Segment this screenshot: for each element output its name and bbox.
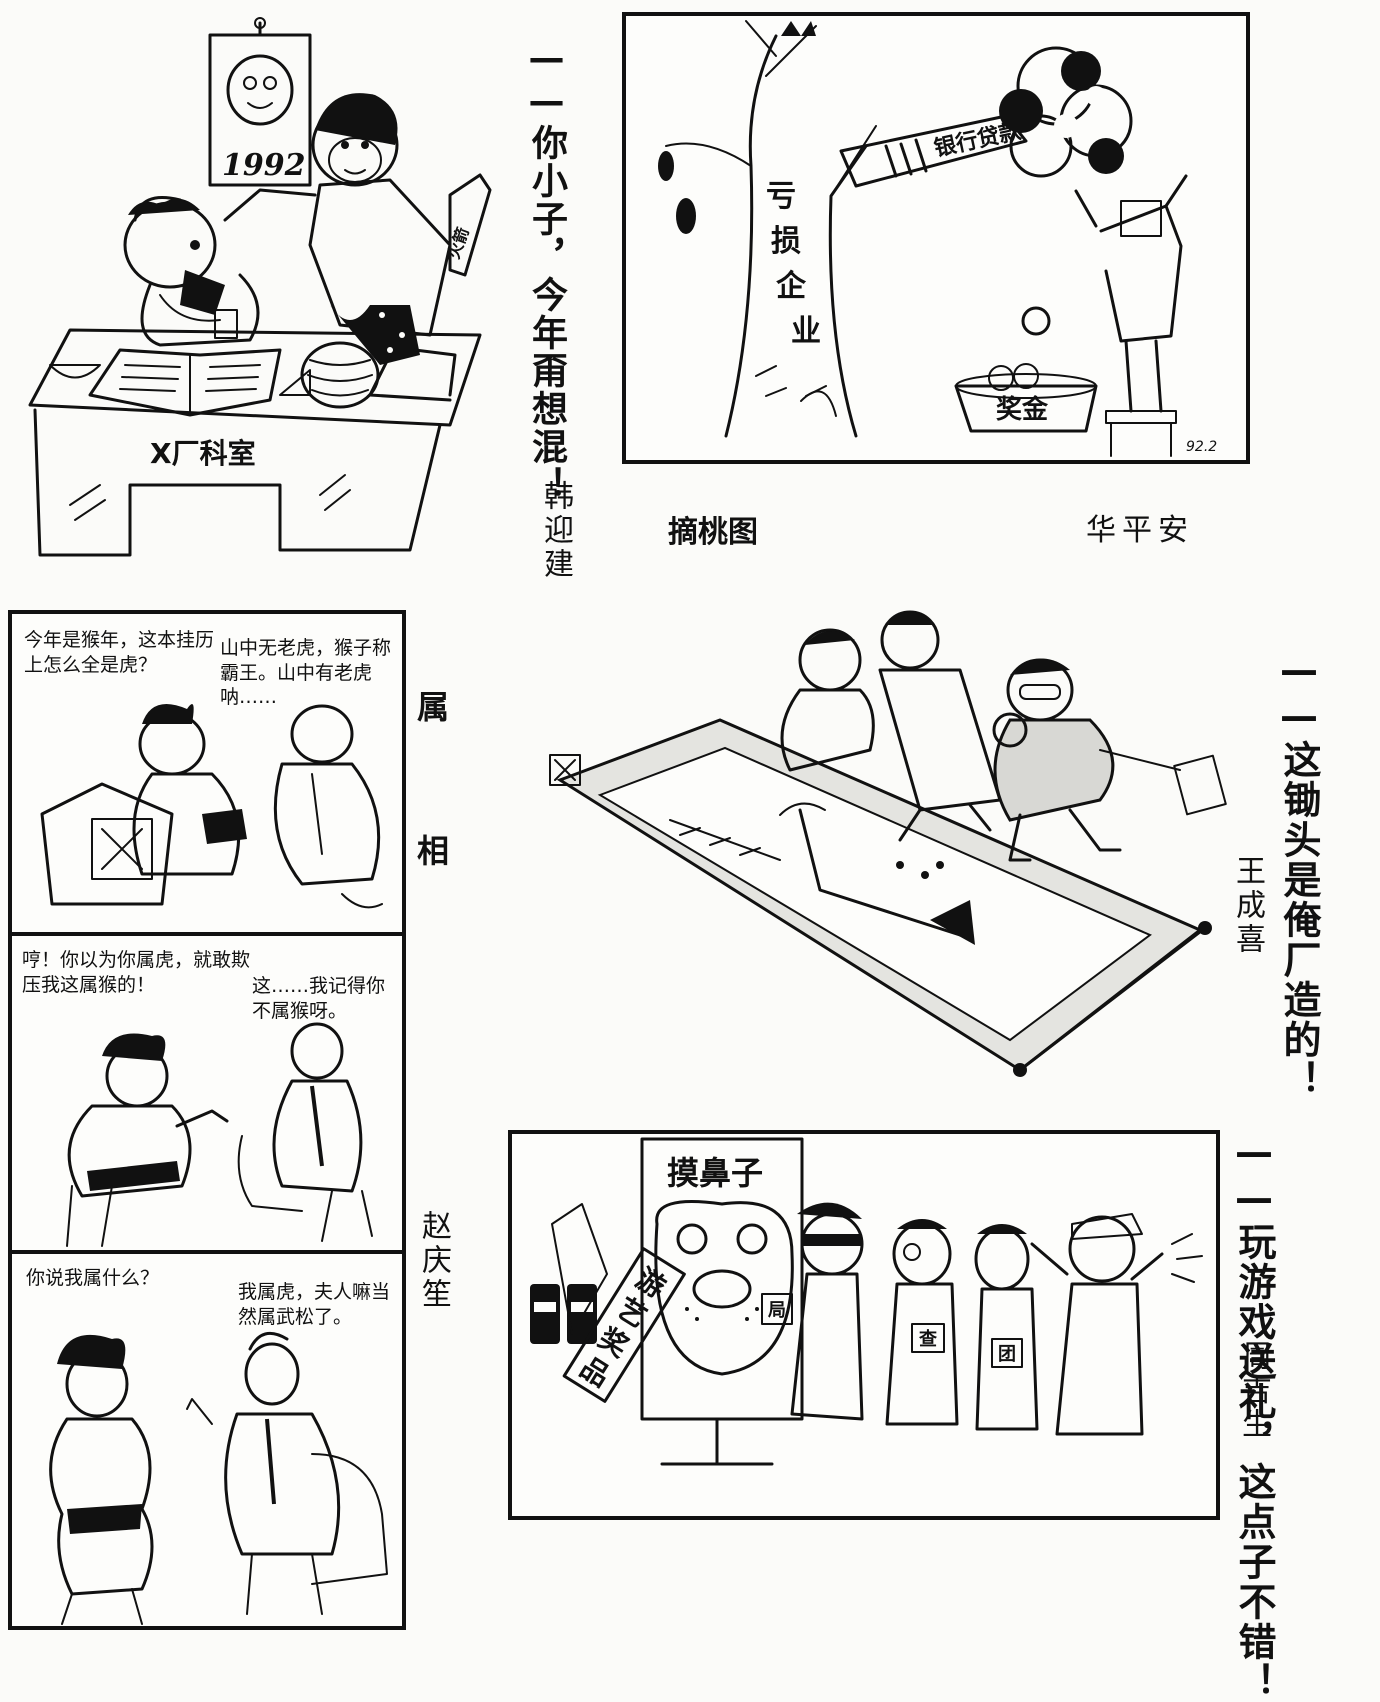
nose-game-illustration: 摸鼻子 游 艺 奖 品 局 查 — [530, 1137, 1203, 1466]
zodiac-frame-2: 哼！你以为你属虎，就敢欺压我这属猴的！ 这……我记得你不属猴呀。 — [8, 932, 406, 1254]
date-mark: 92.2 — [1186, 439, 1217, 455]
peach-picking-title: 摘桃图 — [668, 515, 758, 550]
monkey-year-caption: ——你小子，今年甭想混！ — [526, 38, 567, 504]
trunk-label-3: 企 — [776, 269, 807, 304]
zodiac-frame-3-left-speech: 你说我属什么？ — [26, 1267, 160, 1289]
trunk-label-1: 亏 — [766, 179, 796, 214]
armband-2: 查 — [919, 1328, 937, 1350]
cartoon-zodiac: 今年是猴年，这本挂历上怎么全是虎？ 山中无老虎，猴子称霸王。山中有老虎呐…… 哼… — [8, 610, 406, 1630]
calendar-year-text: 1992 — [222, 148, 306, 183]
hoe-illustration — [549, 610, 1227, 1077]
zodiac-frame-1-left-speech: 今年是猴年，这本挂历上怎么全是虎？ — [24, 629, 215, 676]
armband-3: 团 — [998, 1344, 1016, 1365]
hoe-caption: ——这锄头是俺厂造的！ — [1277, 648, 1321, 1100]
peach-picking-illustration: 亏 损 企 业 银行贷款 奖金 92.2 — [658, 20, 1217, 457]
zodiac-frame-3-illustration — [49, 1331, 388, 1625]
rocket-label: 火箭 — [444, 225, 473, 262]
hoe-author: 王成喜 — [1230, 855, 1265, 957]
cartoon-monkey-year: 1992 — [10, 15, 520, 575]
zodiac-frame-3-right-speech: 我属虎，夫人嘛当然属武松了。 — [238, 1281, 391, 1328]
zodiac-frame-2-left-speech: 哼！你以为你属虎，就敢欺压我这属猴的！ — [22, 949, 251, 996]
desk-sign: X厂科室 — [150, 437, 256, 470]
zodiac-frame-1: 今年是猴年，这本挂历上怎么全是虎？ 山中无老虎，猴子称霸王。山中有老虎呐…… — [8, 610, 406, 936]
cartoon-peach-picking: 亏 损 企 业 银行贷款 奖金 92.2 — [622, 12, 1250, 464]
nose-game-author: 周吉生 — [1236, 1340, 1271, 1442]
monkey-year-author: 韩迎建 — [538, 480, 573, 582]
nose-game-caption: ——玩游戏送礼，这点子不错！ — [1232, 1130, 1276, 1702]
zodiac-author: 赵庆笙 — [416, 1210, 451, 1312]
zodiac-frame-1-right-speech: 山中无老虎，猴子称霸王。山中有老虎呐…… — [220, 637, 392, 709]
cartoon-nose-game: 摸鼻子 游 艺 奖 品 局 查 — [508, 1130, 1220, 1520]
zodiac-frame-1-illustration — [40, 704, 383, 909]
basket-label: 奖金 — [996, 394, 1049, 425]
poster-title: 摸鼻子 — [667, 1154, 763, 1192]
zodiac-title: 属相 — [412, 690, 450, 978]
zodiac-frame-3: 你说我属什么？ 我属虎，夫人嘛当然属武松了。 — [8, 1250, 406, 1630]
zodiac-frame-2-illustration — [66, 1022, 373, 1247]
peach-picking-author: 华平安 — [1086, 513, 1194, 548]
cartoon-hoe — [540, 600, 1230, 1090]
zodiac-frame-2-right-speech: 这……我记得你不属猴呀。 — [252, 975, 386, 1022]
monkey-year-illustration: 1992 — [28, 17, 492, 557]
armband-1: 局 — [768, 1300, 786, 1321]
trunk-label-4: 业 — [791, 314, 821, 349]
trunk-label-2: 损 — [771, 224, 801, 259]
